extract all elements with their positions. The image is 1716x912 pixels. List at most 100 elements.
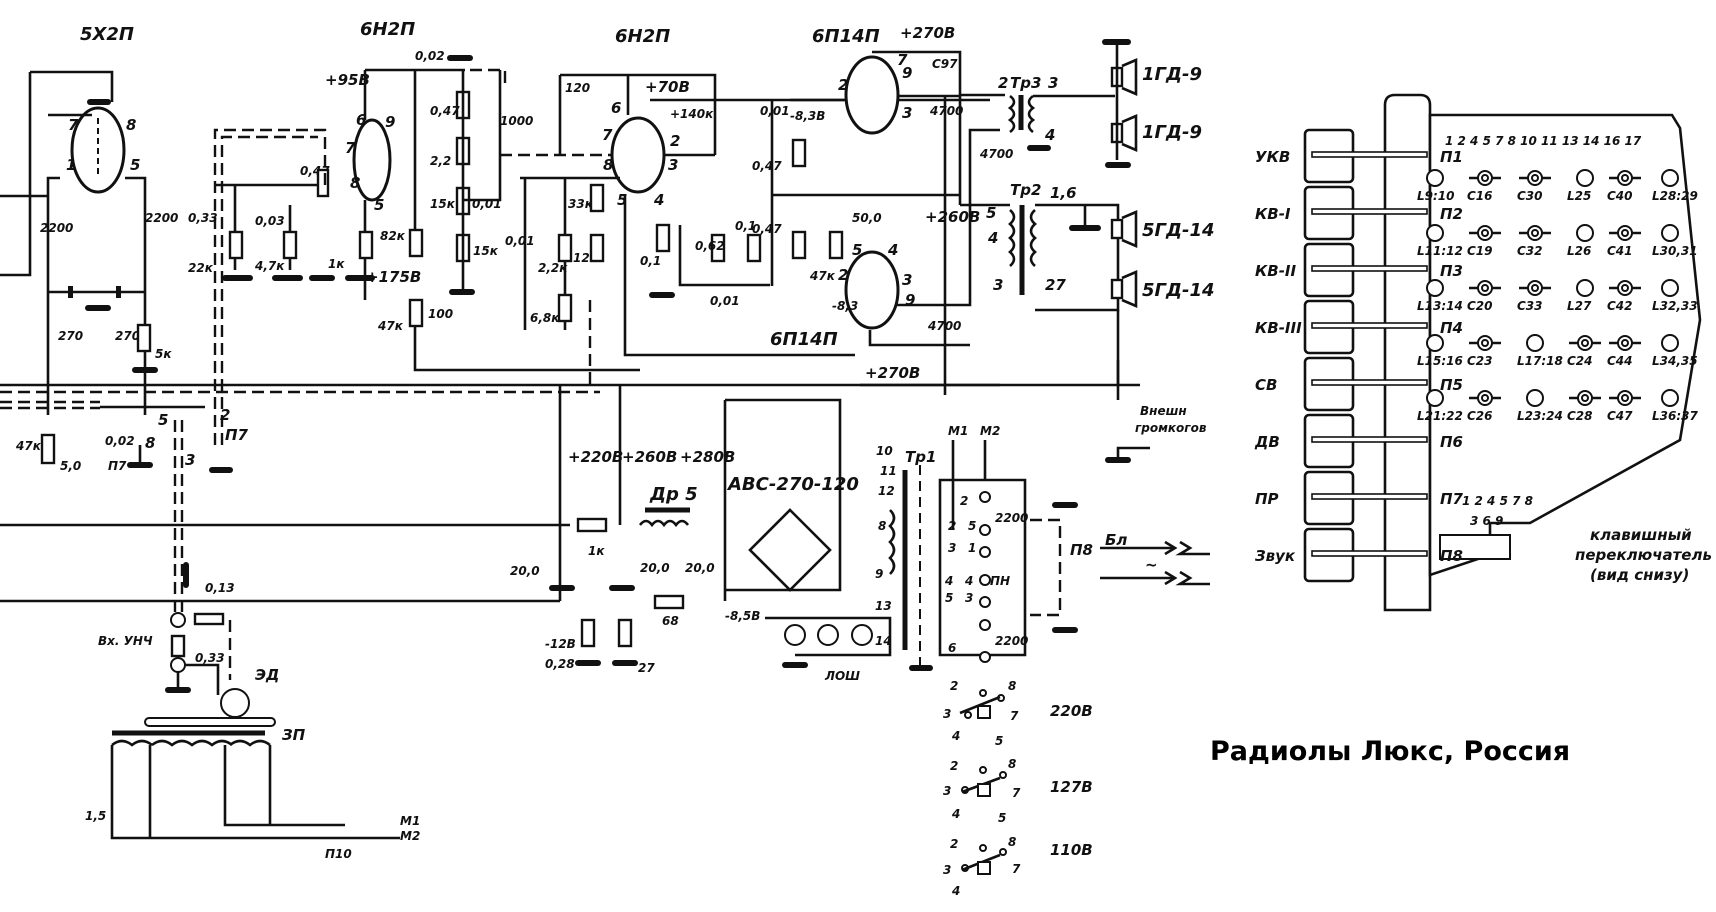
svg-text:9: 9 (875, 567, 883, 581)
svg-text:2200: 2200 (995, 511, 1028, 525)
switch-label: П4 (1440, 319, 1463, 337)
svg-text:5ГД-14: 5ГД-14 (1142, 220, 1215, 241)
speaker-2 (1110, 114, 1138, 152)
trimmer-c16: C16 (1467, 170, 1501, 203)
page-title: Радиолы Люкс, Россия (1210, 736, 1570, 767)
switch-label: П8 (1440, 547, 1463, 565)
svg-text:8: 8 (1008, 679, 1016, 693)
trimmer-l34-35: L34,35 (1652, 334, 1698, 368)
svg-text:7: 7 (345, 139, 356, 157)
svg-text:Вх. УНЧ: Вх. УНЧ (98, 634, 153, 648)
svg-text:0,47: 0,47 (752, 159, 782, 173)
svg-text:7: 7 (68, 116, 79, 134)
svg-text:C20: C20 (1467, 299, 1493, 313)
keyboard-key-7[interactable]: Звук П8 (1255, 527, 1463, 583)
svg-text:C41: C41 (1607, 244, 1633, 258)
svg-text:5: 5 (158, 411, 168, 429)
svg-text:4,7к: 4,7к (254, 259, 285, 273)
svg-text:0,03: 0,03 (255, 214, 285, 228)
svg-text:L36:37: L36:37 (1652, 409, 1698, 423)
svg-text:-12В: -12В (545, 637, 576, 651)
trimmer-l28-29: L28:29 (1652, 169, 1698, 203)
svg-text:8: 8 (145, 434, 155, 452)
svg-text:4: 4 (887, 241, 898, 259)
svg-text:Тр1: Тр1 (905, 448, 936, 466)
svg-text:5: 5 (998, 811, 1006, 825)
rectifier-bridge-diamond (748, 508, 832, 592)
svg-text:C28: C28 (1567, 409, 1593, 423)
svg-text:1ГД-9: 1ГД-9 (1142, 122, 1202, 143)
svg-text:Внешн: Внешн (1140, 404, 1187, 418)
svg-text:2: 2 (220, 406, 230, 424)
svg-text:27: 27 (638, 661, 655, 675)
trimmer-l26: L26 (1567, 224, 1594, 258)
svg-text:2: 2 (950, 837, 958, 851)
svg-text:1000: 1000 (500, 114, 533, 128)
svg-text:5,0: 5,0 (60, 459, 81, 473)
svg-text:C47: C47 (1607, 409, 1633, 423)
svg-text:C24: C24 (1567, 354, 1593, 368)
svg-text:20,0: 20,0 (640, 561, 670, 575)
svg-text:11: 11 (880, 464, 897, 478)
svg-text:C44: C44 (1607, 354, 1633, 368)
svg-text:9: 9 (385, 113, 395, 131)
svg-text:П7: П7 (225, 426, 249, 444)
svg-text:2: 2 (998, 74, 1008, 92)
svg-text:(вид снизу): (вид снизу) (1590, 566, 1689, 584)
svg-text:C19: C19 (1467, 244, 1493, 258)
svg-text:клавишный: клавишный (1590, 526, 1692, 544)
tube-6p14p-top (844, 55, 900, 135)
trimmer-c44: C44 (1607, 335, 1641, 368)
key-label: Звук (1255, 547, 1296, 565)
trimmer-l11-12: L11:12 (1417, 224, 1463, 258)
trimmer-c23: C23 (1467, 335, 1501, 368)
svg-text:2,2к: 2,2к (538, 261, 568, 275)
svg-text:3: 3 (902, 271, 912, 289)
svg-text:С97: С97 (932, 57, 958, 71)
svg-text:4: 4 (964, 574, 973, 588)
svg-text:9: 9 (902, 64, 912, 82)
speakers: 1ГД-9 1ГД-9 5ГД-14 5ГД-14 Внешн громкого… (1102, 39, 1215, 463)
svg-text:0,02: 0,02 (105, 434, 135, 448)
svg-text:1,6: 1,6 (1050, 184, 1077, 202)
svg-text:2200: 2200 (995, 634, 1028, 648)
svg-text:8: 8 (603, 156, 613, 174)
svg-text:82к: 82к (380, 229, 406, 243)
svg-text:1к: 1к (588, 544, 605, 558)
power-supply: +220В +260В +280В Др 5 1к 20,0 20,0 20,0… (510, 385, 936, 683)
trimmer-c19: C19 (1467, 225, 1501, 258)
svg-text:1ГД-9: 1ГД-9 (1142, 64, 1202, 85)
svg-text:C40: C40 (1607, 189, 1633, 203)
svg-text:L28:29: L28:29 (1652, 189, 1698, 203)
svg-text:L27: L27 (1567, 299, 1592, 313)
svg-text:0,47: 0,47 (430, 104, 460, 118)
trimmer-c24: C24 (1567, 335, 1601, 368)
svg-text:3: 3 (965, 591, 973, 605)
svg-text:47к: 47к (809, 269, 836, 283)
trimmer-l17-18: L17:18 (1517, 334, 1563, 368)
svg-text:6,8к: 6,8к (530, 311, 560, 325)
svg-text:+260В: +260В (925, 208, 980, 226)
svg-text:12: 12 (878, 484, 895, 498)
svg-text:6: 6 (948, 641, 956, 655)
svg-text:Тр3: Тр3 (1010, 74, 1041, 92)
svg-text:громкогов: громкогов (1135, 421, 1207, 435)
svg-text:6Н2П: 6Н2П (615, 26, 670, 47)
key-label: СВ (1255, 376, 1277, 394)
svg-text:L15:16: L15:16 (1417, 354, 1463, 368)
trimmer-c42: C42 (1607, 280, 1641, 313)
svg-text:15к: 15к (473, 244, 499, 258)
